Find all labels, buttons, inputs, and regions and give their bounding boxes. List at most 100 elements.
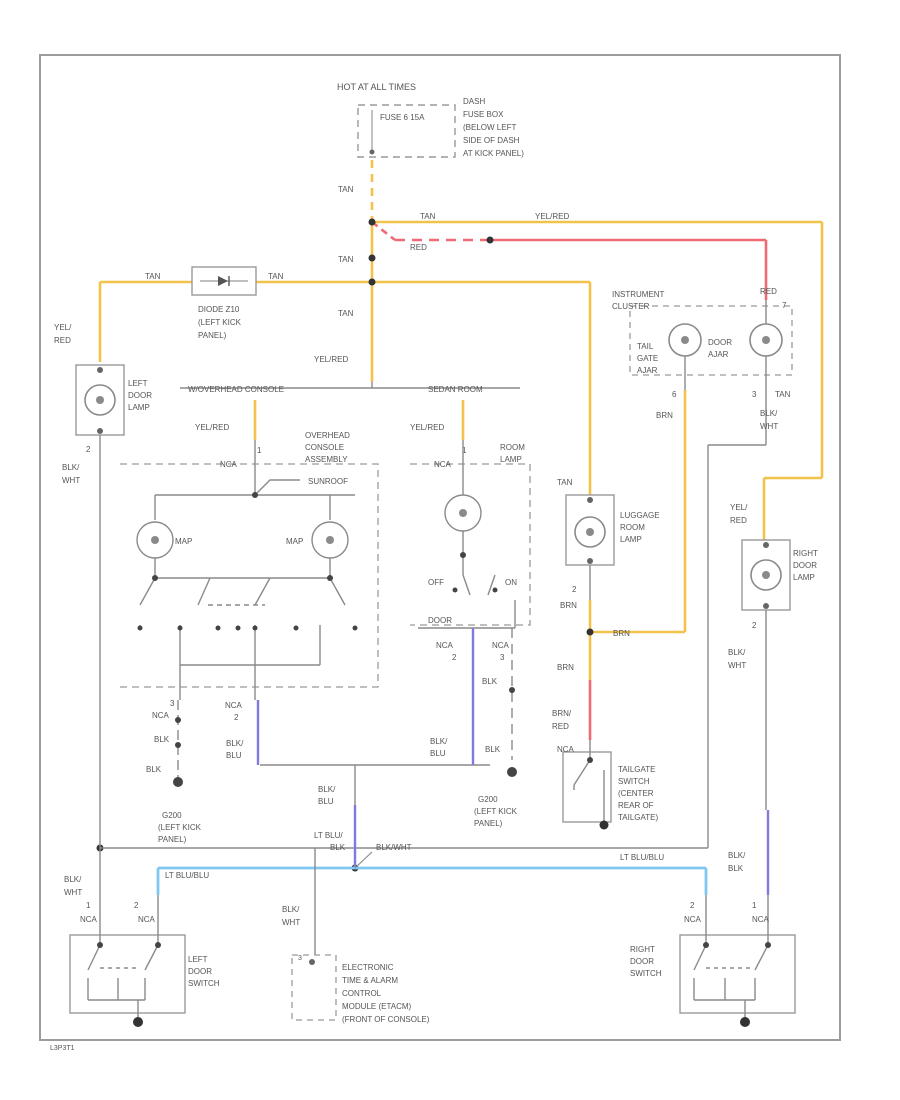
svg-text:TIME & ALARM: TIME & ALARM <box>342 976 398 985</box>
svg-text:ON: ON <box>505 578 517 587</box>
svg-text:RED: RED <box>410 243 427 252</box>
option-split: W/OVERHEAD CONSOLE SEDAN ROOM <box>180 382 520 394</box>
svg-text:NCA: NCA <box>557 745 575 754</box>
room-lamp: YEL/RED 1 NCA ROOM LAMP OFF ON DOOR NCA … <box>260 423 531 777</box>
svg-text:ROOM: ROOM <box>620 523 645 532</box>
svg-text:ASSEMBLY: ASSEMBLY <box>305 455 348 464</box>
svg-text:G200: G200 <box>162 811 182 820</box>
svg-text:TAN: TAN <box>420 212 436 221</box>
svg-text:TAN: TAN <box>338 255 354 264</box>
svg-text:MODULE (ETACM): MODULE (ETACM) <box>342 1002 412 1011</box>
tan-feed-wires <box>98 160 824 680</box>
svg-text:1: 1 <box>257 446 262 455</box>
svg-text:2: 2 <box>234 713 239 722</box>
svg-text:(FRONT OF CONSOLE): (FRONT OF CONSOLE) <box>342 1015 430 1024</box>
svg-text:3: 3 <box>500 653 505 662</box>
fuse-label: FUSE 6 15A <box>380 113 425 122</box>
svg-text:NCA: NCA <box>434 460 452 469</box>
svg-text:YEL/RED: YEL/RED <box>535 212 569 221</box>
svg-text:BLK/: BLK/ <box>318 785 336 794</box>
svg-text:TAN: TAN <box>338 309 354 318</box>
svg-text:LT BLU/BLU: LT BLU/BLU <box>165 871 209 880</box>
svg-text:SWITCH: SWITCH <box>630 969 662 978</box>
svg-text:2: 2 <box>690 901 695 910</box>
svg-text:LAMP: LAMP <box>128 403 150 412</box>
svg-text:LT BLU/BLU: LT BLU/BLU <box>620 853 664 862</box>
svg-text:BLK/: BLK/ <box>282 905 300 914</box>
svg-text:2: 2 <box>134 901 139 910</box>
footer-code: L3P3T1 <box>50 1045 75 1052</box>
hot-at-all-times-label: HOT AT ALL TIMES <box>337 82 416 92</box>
svg-text:NCA: NCA <box>80 915 98 924</box>
svg-text:TAILGATE): TAILGATE) <box>618 813 658 822</box>
svg-text:WHT: WHT <box>282 918 300 927</box>
svg-text:3: 3 <box>752 390 757 399</box>
left-door-lamp: YEL/ RED LEFT DOOR LAMP 2 BLK/ WHT <box>54 323 152 485</box>
svg-text:YEL/: YEL/ <box>730 503 748 512</box>
svg-text:BLK/: BLK/ <box>728 648 746 657</box>
svg-text:TAIL: TAIL <box>637 342 654 351</box>
svg-text:CLUSTER: CLUSTER <box>612 302 650 311</box>
svg-text:(CENTER: (CENTER <box>618 789 654 798</box>
svg-text:YEL/: YEL/ <box>54 323 72 332</box>
svg-text:(LEFT KICK: (LEFT KICK <box>474 807 518 816</box>
svg-text:BLK: BLK <box>154 735 170 744</box>
svg-text:BLK: BLK <box>728 864 744 873</box>
center-splice: BLK/ BLU G200 (LEFT KICK PANEL) G200 (LE… <box>64 435 708 955</box>
svg-text:3: 3 <box>298 955 302 962</box>
svg-text:DOOR: DOOR <box>630 957 654 966</box>
svg-text:NCA: NCA <box>492 641 510 650</box>
svg-text:TAN: TAN <box>268 272 284 281</box>
svg-text:BLK/WHT: BLK/WHT <box>376 843 412 852</box>
svg-text:PANEL): PANEL) <box>474 819 503 828</box>
svg-text:BRN: BRN <box>656 411 673 420</box>
svg-text:BLU: BLU <box>430 749 446 758</box>
svg-text:WHT: WHT <box>728 661 746 670</box>
svg-text:PANEL): PANEL) <box>158 835 187 844</box>
svg-text:AT KICK PANEL): AT KICK PANEL) <box>463 149 524 158</box>
overhead-console: YEL/RED 1 NCA OVERHEAD CONSOLE ASSEMBLY … <box>120 423 379 787</box>
svg-text:FUSE BOX: FUSE BOX <box>463 110 504 119</box>
svg-text:DIODE Z10: DIODE Z10 <box>198 305 240 314</box>
svg-text:BLK: BLK <box>146 765 162 774</box>
svg-text:NCA: NCA <box>220 460 238 469</box>
svg-text:2: 2 <box>572 585 577 594</box>
svg-text:(LEFT KICK: (LEFT KICK <box>158 823 202 832</box>
svg-text:NCA: NCA <box>436 641 454 650</box>
svg-text:CONTROL: CONTROL <box>342 989 382 998</box>
svg-text:LUGGAGE: LUGGAGE <box>620 511 660 520</box>
svg-text:3: 3 <box>170 699 175 708</box>
svg-text:WHT: WHT <box>62 476 80 485</box>
right-door-lamp: YEL/ RED RIGHT DOOR LAMP 2 BLK/ WHT BLK/… <box>728 503 818 895</box>
svg-text:NCA: NCA <box>225 701 243 710</box>
svg-text:NCA: NCA <box>152 711 170 720</box>
svg-text:TAN: TAN <box>557 478 573 487</box>
svg-text:CONSOLE: CONSOLE <box>305 443 344 452</box>
svg-text:OVERHEAD: OVERHEAD <box>305 431 350 440</box>
svg-text:RED: RED <box>730 516 747 525</box>
svg-text:YEL/RED: YEL/RED <box>410 423 444 432</box>
svg-text:(LEFT KICK: (LEFT KICK <box>198 318 242 327</box>
svg-text:DASH: DASH <box>463 97 485 106</box>
svg-text:ELECTRONIC: ELECTRONIC <box>342 963 394 972</box>
dash-fuse-box-label: DASH FUSE BOX (BELOW LEFT SIDE OF DASH A… <box>463 97 524 158</box>
svg-text:2: 2 <box>752 621 757 630</box>
diode-z10: DIODE Z10 (LEFT KICK PANEL) <box>191 266 257 340</box>
svg-text:OFF: OFF <box>428 578 444 587</box>
svg-text:TAN: TAN <box>338 185 354 194</box>
svg-text:WHT: WHT <box>64 888 82 897</box>
svg-text:NCA: NCA <box>684 915 702 924</box>
svg-text:TAN: TAN <box>775 390 791 399</box>
svg-text:7: 7 <box>782 301 787 310</box>
svg-text:BLK: BLK <box>482 677 498 686</box>
tailgate-switch: NCA TAILGATE SWITCH (CENTER REAR OF TAIL… <box>557 740 658 830</box>
svg-text:DOOR: DOOR <box>428 616 452 625</box>
svg-text:RIGHT: RIGHT <box>793 549 818 558</box>
svg-text:PANEL): PANEL) <box>198 331 227 340</box>
svg-text:LAMP: LAMP <box>500 455 522 464</box>
svg-text:LT BLU/: LT BLU/ <box>314 831 343 840</box>
svg-text:BLK/: BLK/ <box>728 851 746 860</box>
svg-text:SIDE OF DASH: SIDE OF DASH <box>463 136 520 145</box>
svg-text:GATE: GATE <box>637 354 658 363</box>
